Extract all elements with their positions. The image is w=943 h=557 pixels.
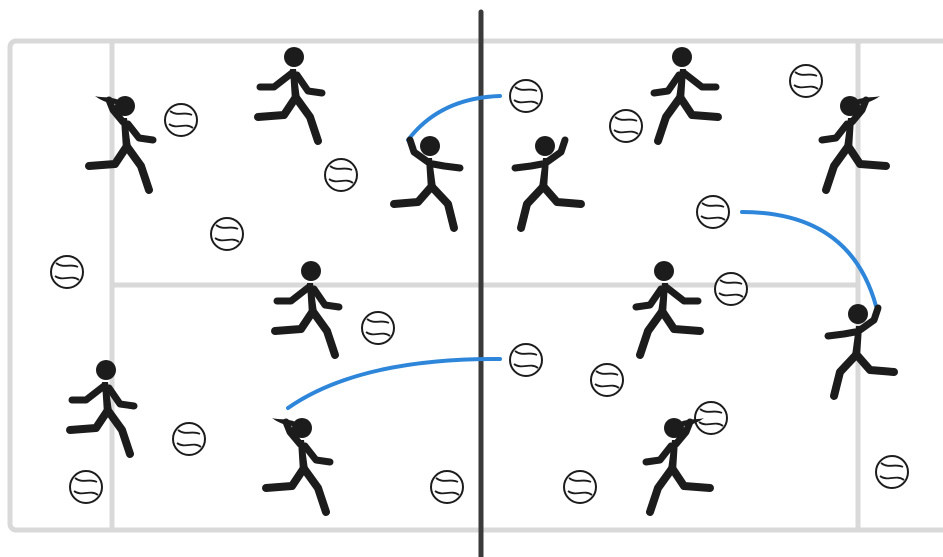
runner-icon: [70, 360, 134, 454]
runner-icon: [646, 418, 710, 512]
players-left-team: [70, 47, 460, 512]
ball-icon: [51, 256, 83, 288]
ball-icon: [70, 471, 102, 503]
ball-icon: [325, 159, 357, 191]
runner-icon: [515, 136, 581, 228]
ball-icon: [510, 344, 542, 376]
ball-icon: [362, 312, 394, 344]
ball-icon: [211, 218, 243, 250]
ball-icon: [591, 364, 623, 396]
ball-icon: [790, 65, 822, 97]
throw-arc: [288, 359, 500, 408]
runner-icon: [654, 47, 718, 141]
ball-icon: [715, 273, 747, 305]
runner-icon: [258, 47, 322, 141]
runner-icon: [636, 261, 700, 355]
runner-icon: [275, 261, 339, 355]
runner-icon: [828, 304, 894, 396]
ball-icon: [165, 104, 197, 136]
runner-icon: [89, 96, 153, 190]
ball-icon: [610, 110, 642, 142]
players-right-team: [515, 47, 894, 512]
ball-icon: [173, 423, 205, 455]
runner-icon: [266, 418, 330, 512]
ball-icon: [510, 80, 542, 112]
runner-icon: [822, 96, 886, 190]
ball-icon: [695, 402, 727, 434]
ball-icon: [697, 196, 729, 228]
throw-arc: [408, 96, 500, 140]
ball-icon: [431, 471, 463, 503]
ball-icon: [564, 471, 596, 503]
runner-icon: [394, 136, 460, 228]
ball-icon: [876, 456, 908, 488]
throw-arcs: [288, 96, 876, 408]
court-lines: [10, 41, 943, 530]
